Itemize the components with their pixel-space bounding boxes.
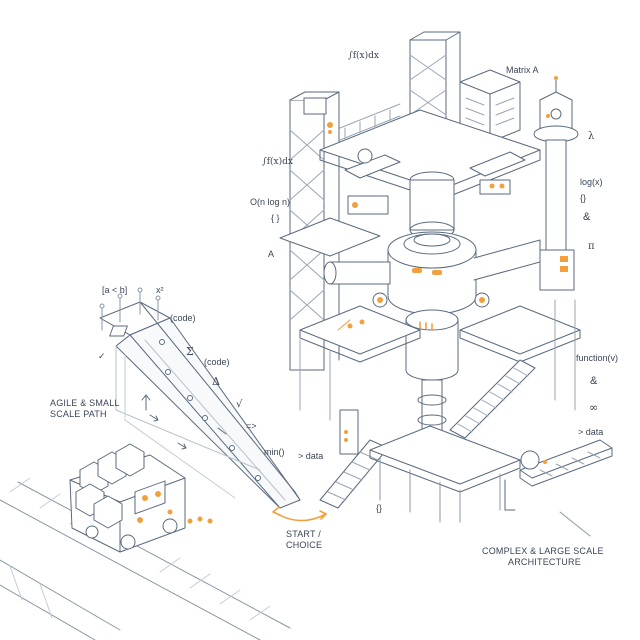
small-train bbox=[69, 443, 213, 553]
start-choice-label-line1: START / bbox=[286, 529, 321, 539]
annotation-a-lt-b: [a < b] bbox=[102, 285, 128, 295]
annotation-integral-left: ∫f(x)dx bbox=[262, 157, 293, 167]
annotation-pi: π bbox=[588, 241, 595, 252]
annotation-infinity: ∞ bbox=[589, 401, 599, 414]
right-tower bbox=[533, 76, 579, 251]
annotation-data-left: > data bbox=[298, 451, 324, 461]
annotation-code-1: (code) bbox=[170, 313, 196, 323]
annotation-amp-mid: & bbox=[590, 375, 598, 387]
start-choice-arrow-icon bbox=[272, 506, 327, 522]
annotation-matrix: Matrix A bbox=[506, 65, 539, 75]
agile-path-label-line1: AGILE & SMALL bbox=[50, 398, 120, 408]
annotation-delta: Δ bbox=[212, 375, 220, 388]
annotation-sqrt: √ bbox=[236, 399, 243, 410]
annotation-braces-left: { } bbox=[271, 213, 280, 223]
start-choice-label-line2: CHOICE bbox=[286, 540, 323, 550]
upper-deck bbox=[319, 103, 541, 215]
annotation-check: ✓ bbox=[98, 351, 106, 361]
annotation-logx: log(x) bbox=[580, 177, 603, 187]
middle-deck bbox=[279, 217, 581, 421]
central-reactor bbox=[323, 171, 541, 441]
annotation-code-2: (code) bbox=[204, 357, 230, 367]
agile-path-label-line2: SCALE PATH bbox=[50, 409, 107, 419]
annotation-data-right: > data bbox=[578, 427, 604, 437]
annotation-min: min() bbox=[264, 447, 285, 457]
annotation-function-v: function(v) bbox=[576, 353, 619, 363]
right-staircase bbox=[449, 359, 536, 439]
conveyor bbox=[504, 439, 613, 511]
annotation-braces-bottom: {} bbox=[376, 503, 383, 513]
annotation-onlogn: O(n log n) bbox=[250, 197, 291, 207]
complex-architecture-label-line2: ARCHITECTURE bbox=[508, 557, 581, 567]
large-architecture bbox=[279, 31, 613, 537]
annotation-arrow-eq: => bbox=[246, 421, 257, 431]
annotation-integral-top: ∫f(x)dx bbox=[348, 51, 379, 61]
annotation-sigma: Σ bbox=[186, 345, 194, 358]
complex-architecture-label-line1: COMPLEX & LARGE SCALE bbox=[482, 546, 604, 556]
annotation-a-left: A bbox=[268, 249, 275, 259]
base-platform bbox=[339, 409, 521, 523]
complex-callout-line bbox=[559, 511, 591, 537]
annotation-x-squared: x² bbox=[156, 285, 164, 295]
left-staircase bbox=[319, 439, 389, 509]
small-train-rails bbox=[0, 477, 291, 640]
annotation-braces-right: {} bbox=[580, 193, 587, 203]
annotation-lambda: λ bbox=[588, 131, 595, 142]
annotation-amp-top: & bbox=[583, 211, 591, 223]
agile-ramp bbox=[99, 287, 301, 509]
